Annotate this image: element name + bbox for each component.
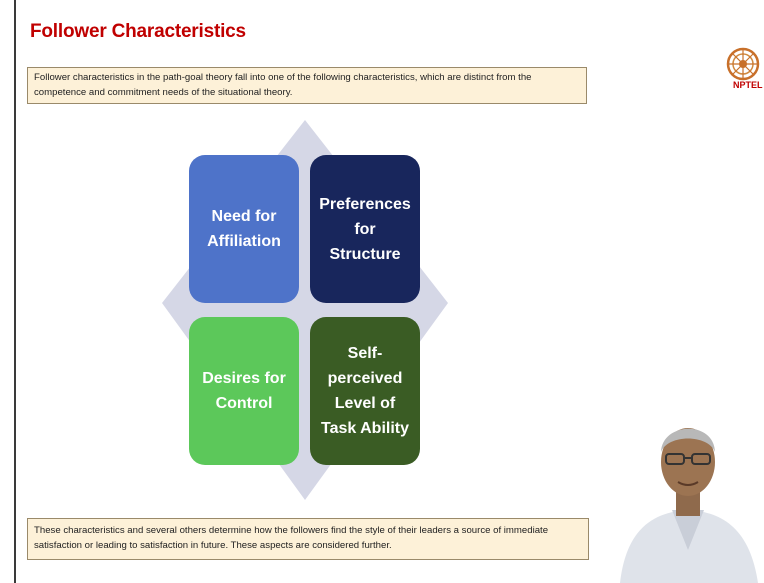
tile-label: Preferences for Structure: [319, 195, 411, 263]
tile-need-for-affiliation: Need for Affiliation: [189, 155, 299, 303]
outro-text: These characteristics and several others…: [34, 525, 549, 551]
tile-label: Need for Affiliation: [207, 208, 281, 250]
tile-self-perceived-task-ability: Self- perceived Level of Task Ability: [310, 317, 420, 465]
nptel-logo-icon: [726, 47, 760, 81]
slide-title: Follower Characteristics: [30, 21, 246, 42]
tile-label: Desires for Control: [202, 370, 286, 412]
outro-text-box: These characteristics and several others…: [27, 518, 589, 560]
tile-preferences-for-structure: Preferences for Structure: [310, 155, 420, 303]
intro-text-box: Follower characteristics in the path-goa…: [27, 67, 587, 104]
nptel-logo-label: NPTEL: [733, 80, 763, 90]
tile-desires-for-control: Desires for Control: [189, 317, 299, 465]
presenter-video-avatar: [612, 400, 764, 583]
intro-text: Follower characteristics in the path-goa…: [34, 72, 532, 98]
tile-label: Self- perceived Level of Task Ability: [320, 345, 410, 437]
slide-left-border: [14, 0, 16, 583]
follower-characteristics-diagram: Need for Affiliation Preferences for Str…: [160, 118, 450, 503]
